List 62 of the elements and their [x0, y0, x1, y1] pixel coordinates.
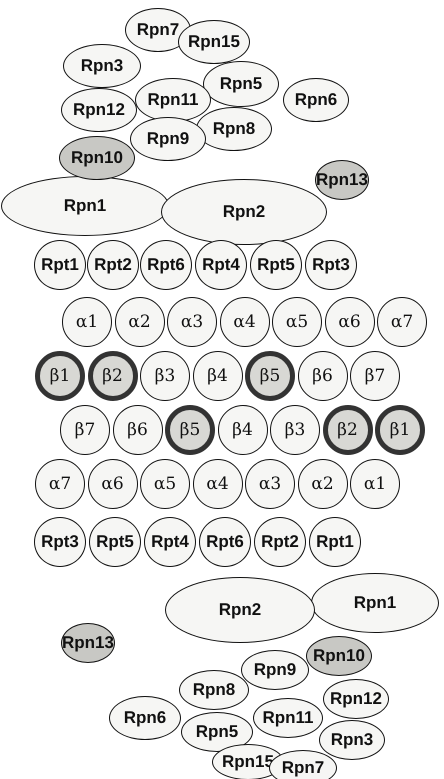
subunit-ellipse: Rpn12: [61, 88, 137, 132]
subunit-circle: α4: [220, 297, 270, 347]
subunit-ellipse: Rpn10: [59, 136, 135, 180]
subunit-circle: β7: [350, 351, 400, 401]
subunit-circle: β6: [298, 351, 348, 401]
subunit-circle: α5: [272, 297, 322, 347]
subunit-ellipse: Rpn12: [323, 679, 389, 719]
subunit-ellipse: Rpt2: [87, 240, 139, 290]
subunit-ellipse: Rpn5: [181, 712, 253, 752]
subunit-circle: α2: [114, 297, 164, 347]
subunit-ellipse: Rpn6: [283, 78, 349, 122]
subunit-ellipse: Rpn13: [315, 160, 369, 200]
subunit-circle: β4: [218, 405, 268, 455]
subunit-circle: β6: [112, 405, 162, 455]
subunit-ellipse: Rpn8: [179, 670, 249, 710]
subunit-ellipse: Rpt2: [254, 517, 306, 567]
subunit-ellipse: Rpt3: [305, 240, 357, 290]
subunit-ellipse: Rpn13: [61, 623, 115, 663]
subunit-circle: α6: [88, 459, 138, 509]
subunit-circle: β3: [270, 405, 320, 455]
subunit-circle: α1: [350, 459, 400, 509]
subunit-circle: α3: [167, 297, 217, 347]
subunit-circle: α4: [192, 459, 242, 509]
subunit-circle: β5: [165, 405, 215, 455]
subunit-circle: β3: [140, 351, 190, 401]
subunit-ellipse: Rpn11: [253, 698, 323, 738]
subunit-circle: α5: [140, 459, 190, 509]
subunit-ellipse: Rpt3: [34, 517, 86, 567]
subunit-ellipse: Rpn9: [241, 650, 309, 690]
subunit-ellipse: Rpt4: [195, 240, 247, 290]
subunit-ellipse: Rpt6: [199, 517, 251, 567]
subunit-ellipse: Rpn3: [319, 720, 385, 760]
subunit-circle: α6: [324, 297, 374, 347]
subunit-ellipse: Rpn1: [1, 176, 169, 236]
subunit-circle: β4: [192, 351, 242, 401]
subunit-circle: β1: [375, 405, 425, 455]
subunit-circle: α1: [62, 297, 112, 347]
subunit-circle: α3: [245, 459, 295, 509]
subunit-ellipse: Rpt6: [140, 240, 192, 290]
subunit-circle: β2: [88, 351, 138, 401]
subunit-ellipse: Rpn6: [109, 696, 181, 740]
subunit-ellipse: Rpt1: [309, 517, 361, 567]
subunit-ellipse: Rpn15: [178, 20, 250, 64]
subunit-ellipse: Rpn5: [203, 61, 279, 107]
subunit-circle: β2: [322, 405, 372, 455]
subunit-ellipse: Rpt5: [250, 240, 302, 290]
subunit-ellipse: Rpt4: [144, 517, 196, 567]
subunit-circle: α7: [377, 297, 427, 347]
subunit-ellipse: Rpn10: [306, 636, 372, 676]
subunit-circle: α2: [298, 459, 348, 509]
subunit-circle: α7: [35, 459, 85, 509]
subunit-ellipse: Rpt1: [34, 240, 86, 290]
subunit-ellipse: Rpn9: [130, 117, 206, 161]
subunit-circle: β1: [35, 351, 85, 401]
subunit-ellipse: Rpn11: [135, 78, 211, 122]
subunit-circle: β5: [245, 351, 295, 401]
subunit-ellipse: Rpn8: [196, 107, 272, 151]
subunit-ellipse: Rpn1: [311, 573, 439, 633]
subunit-ellipse: Rpt5: [89, 517, 141, 567]
subunit-ellipse: Rpn2: [165, 577, 315, 643]
subunit-circle: β7: [60, 405, 110, 455]
subunit-ellipse: Rpn3: [63, 44, 141, 88]
